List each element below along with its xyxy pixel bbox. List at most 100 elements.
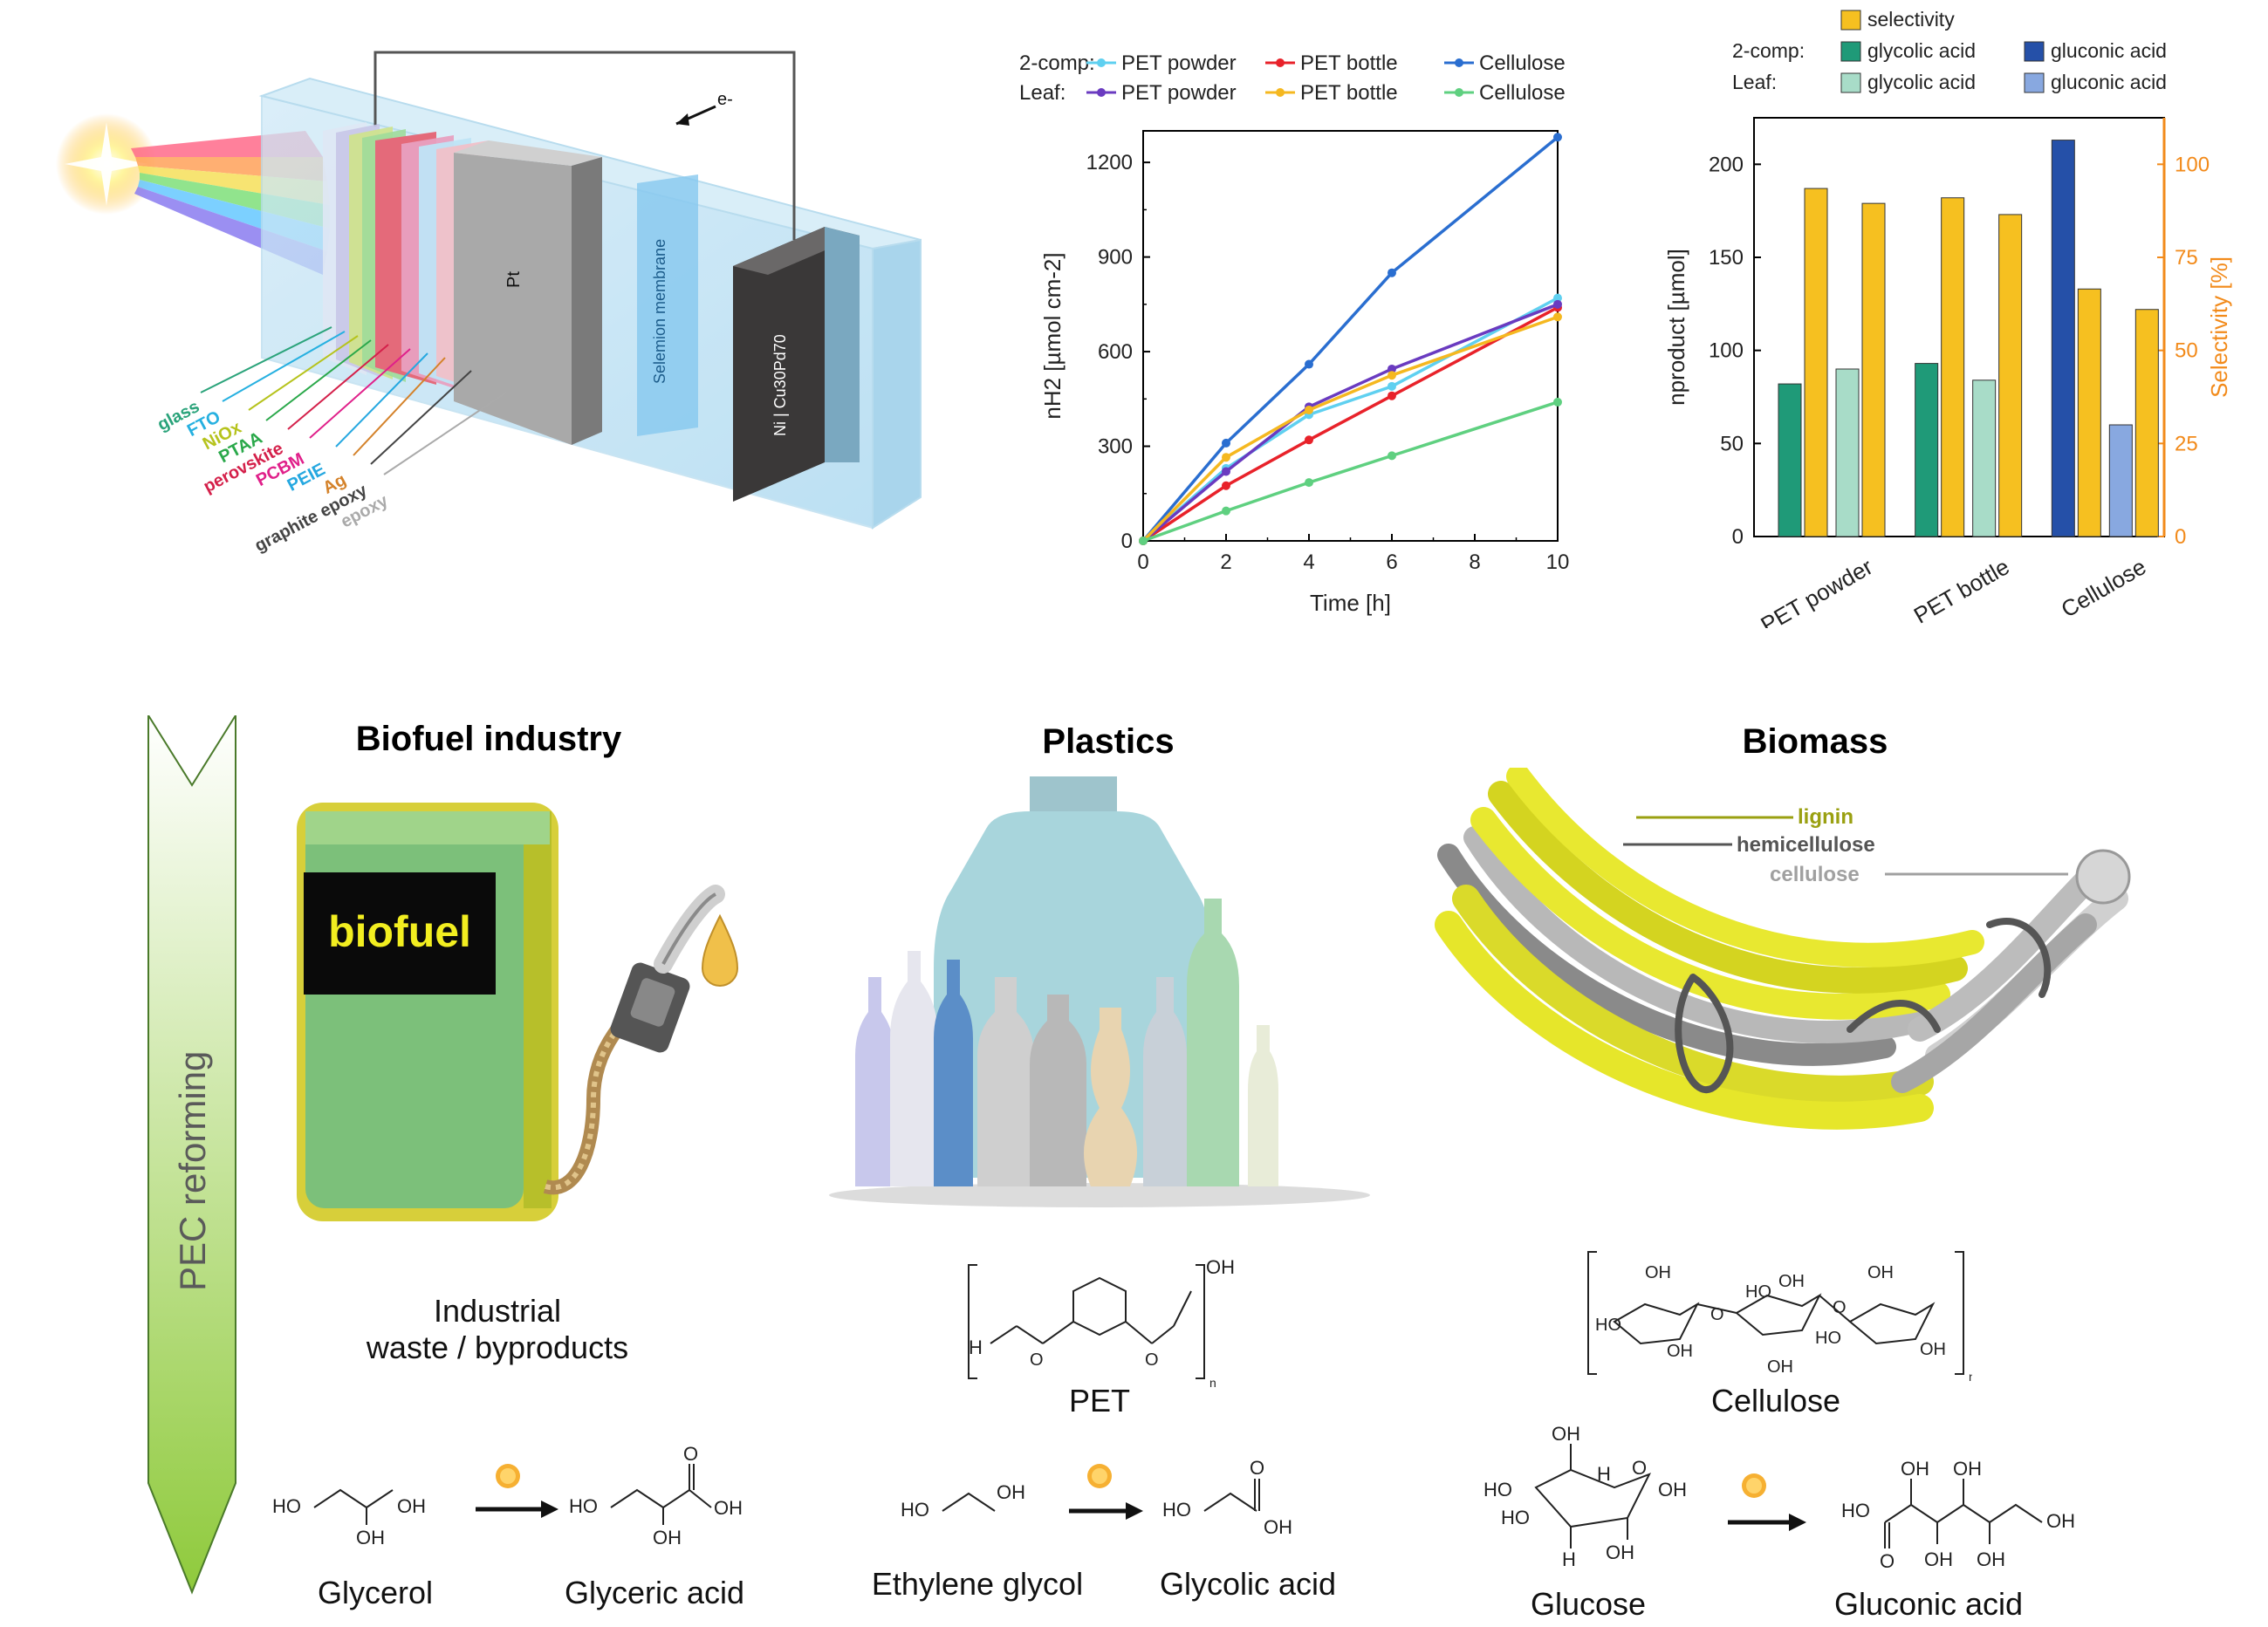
glycerol-oh: OH: [397, 1495, 426, 1517]
series-point: [1222, 467, 1230, 476]
glycolic-acid-label: Glycolic acid: [1159, 1566, 1337, 1602]
x-tick-label: 10: [1546, 550, 1570, 574]
legend-marker: [1276, 58, 1285, 67]
glycerol-ho: HO: [272, 1495, 301, 1517]
series-line: [1142, 305, 1559, 543]
plastics-title: Plastics: [1042, 722, 1175, 761]
cellulose-n-label: n: [1969, 1370, 1972, 1384]
cellulose-oh-label: OH: [1645, 1263, 1671, 1282]
series-point: [1388, 381, 1396, 391]
bar-2comp-selectivity: [1941, 197, 1965, 537]
bar-leaf-product: [1835, 368, 1860, 537]
series-point: [1388, 268, 1396, 277]
gluconic-ho: HO: [1841, 1500, 1870, 1521]
series-point: [1388, 451, 1396, 461]
bar-2comp-product: [1778, 383, 1802, 537]
legend-swatch: [1840, 41, 1861, 62]
bar-leaf-product: [2108, 424, 2133, 537]
gluconic-oh: OH: [1901, 1458, 1929, 1480]
series-point: [1305, 435, 1313, 445]
y-tick-label: 0: [1732, 525, 1744, 549]
ethylene-glycol-label: Ethylene glycol: [871, 1566, 1084, 1602]
glycolic-ho: HO: [1162, 1499, 1191, 1521]
glucose-h: H: [1562, 1548, 1576, 1570]
series-point: [1553, 312, 1562, 322]
cellulose-oh-label: OH: [1667, 1342, 1693, 1361]
cellulose-caption: Cellulose: [1710, 1383, 1841, 1418]
gluconic-acid-label: Gluconic acid: [1833, 1586, 2024, 1622]
pet-n-label: n: [1209, 1376, 1216, 1390]
y-right-tick-label: 0: [2175, 525, 2186, 549]
legend-label: glycolic acid: [1867, 71, 1976, 93]
legend-marker: [1455, 58, 1463, 67]
y-tick-label: 150: [1709, 246, 1744, 270]
glyceric-o: O: [683, 1443, 698, 1465]
plastic-bottles-illustration: [829, 776, 1370, 1207]
cellulose-oh-label: OH: [1767, 1357, 1793, 1377]
cellulose-fiber-label: cellulose: [1770, 863, 1860, 886]
legend-label: PET powder: [1121, 51, 1237, 75]
glycerol-oh: OH: [356, 1527, 385, 1544]
legend-marker: [1455, 88, 1463, 97]
legend-label: gluconic acid: [2051, 71, 2167, 93]
series-point: [1222, 438, 1230, 448]
sun-catalyst-icon: [496, 1464, 520, 1488]
pump-label: biofuel: [328, 907, 471, 956]
series-point: [1388, 391, 1396, 400]
y-tick-label: 200: [1709, 153, 1744, 176]
glyceric-oh: OH: [653, 1527, 682, 1544]
bar-leaf-selectivity: [1861, 202, 1886, 537]
series-point: [1139, 537, 1148, 545]
pet-h-label: H: [969, 1336, 983, 1358]
y-axis-label: nH2 [µmol cm-2]: [1039, 252, 1065, 419]
electron-label: e-: [717, 90, 733, 109]
y-right-tick-label: 50: [2175, 339, 2198, 363]
y-tick-label: 50: [1720, 432, 1744, 455]
y-tick-label: 100: [1709, 339, 1744, 363]
series-point: [1222, 506, 1230, 516]
y-right-axis-label: Selectivity [%]: [2206, 256, 2232, 398]
cellulose-o-label: O: [1710, 1305, 1724, 1324]
legend-swatch: [2024, 41, 2045, 62]
legend-row-label: 2-comp:: [1019, 51, 1095, 75]
legend-row-label: Leaf:: [1019, 81, 1065, 105]
bar-2comp-product: [1915, 363, 1939, 537]
membrane-label: Selemion membrane: [651, 239, 668, 384]
glucose-ho: HO: [1483, 1479, 1512, 1501]
cellulose-oh-label: OH: [1778, 1272, 1805, 1291]
biofuel-caption: Industrial waste / byproducts: [366, 1293, 629, 1365]
series-point: [1388, 371, 1396, 380]
glucose-oh: OH: [1552, 1426, 1580, 1445]
pet-structure: H O O OH n: [968, 1256, 1235, 1390]
y-tick-label: 0: [1121, 530, 1133, 553]
hemicellulose-label: hemicellulose: [1737, 833, 1875, 857]
series-point: [1388, 364, 1396, 373]
cellulose-o-label: O: [1833, 1298, 1847, 1317]
fuel-nozzle-icon: [610, 885, 725, 1053]
glucose-label: Glucose: [1530, 1586, 1647, 1622]
glycolic-o: O: [1250, 1457, 1264, 1479]
category-label: PET bottle: [1909, 553, 2014, 628]
glucose-oh: OH: [1658, 1479, 1687, 1501]
external-wire: [373, 51, 796, 240]
glyceric-acid-label: Glyceric acid: [564, 1575, 745, 1610]
y-right-tick-label: 100: [2175, 153, 2210, 176]
pet-oh-label: OH: [1206, 1256, 1235, 1278]
legend-label: PET powder: [1121, 81, 1237, 105]
legend-label: Cellulose: [1479, 51, 1566, 75]
glyceric-ho: HO: [569, 1495, 598, 1517]
glycolic-oh: OH: [1264, 1516, 1292, 1538]
bar-2comp-selectivity: [2077, 288, 2101, 537]
pet-o-label: O: [1145, 1350, 1159, 1370]
glycerol-label: Glycerol: [317, 1575, 434, 1610]
gluconic-oh: OH: [1953, 1458, 1982, 1480]
gluconic-oh: OH: [1977, 1548, 2005, 1570]
x-tick-label: 2: [1220, 550, 1231, 574]
legend-marker: [1097, 88, 1106, 97]
pec-reforming-arrow: PEC reforming: [147, 715, 236, 1595]
anode-label: Ni | Cu30Pd70: [771, 334, 789, 436]
legend-label: selectivity: [1867, 8, 1955, 31]
legend-marker: [1097, 58, 1106, 67]
pec-reforming-label: PEC reforming: [172, 1051, 213, 1291]
x-axis-label: Time [h]: [1310, 590, 1391, 616]
